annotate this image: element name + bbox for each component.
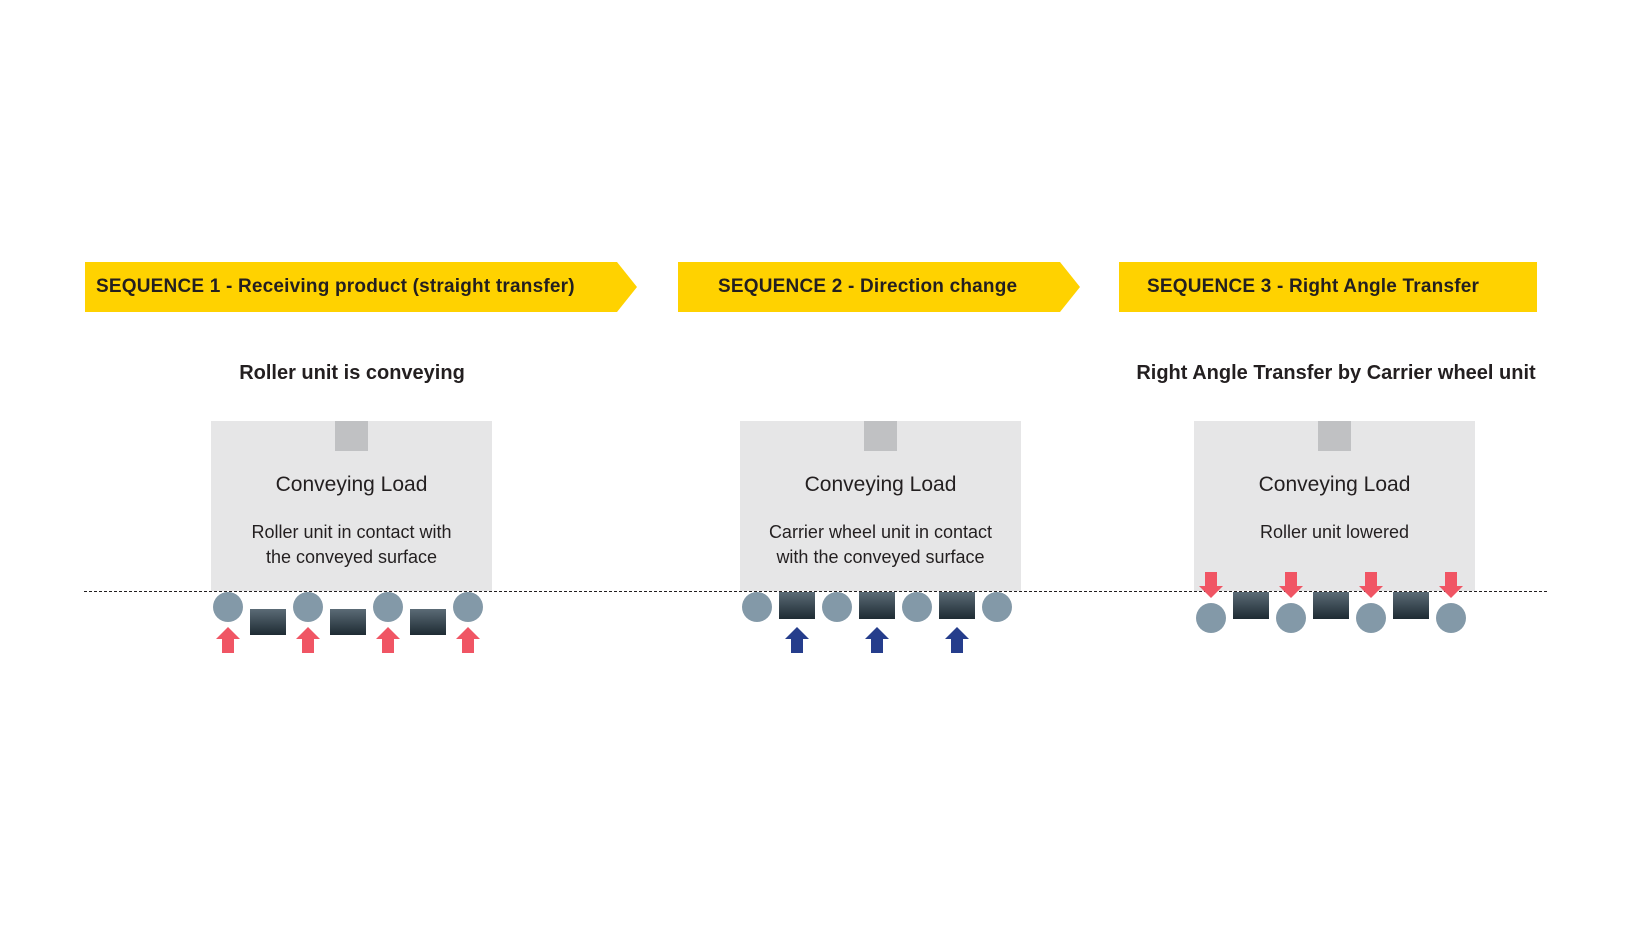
roller-wheel-icon xyxy=(1436,603,1466,633)
load-description-line: with the conveyed surface xyxy=(776,547,985,567)
carrier-wheel-icon xyxy=(779,592,815,619)
arrow-up-icon xyxy=(945,627,969,653)
sequence-2-label: SEQUENCE 2 - Direction change xyxy=(718,276,1018,297)
roller-wheel-icon xyxy=(982,592,1012,622)
load-description-line: Carrier wheel unit in contact xyxy=(768,522,993,542)
load-title: Conveying Load xyxy=(275,473,428,496)
arrow-up-icon xyxy=(376,627,400,653)
sequence-3-label: SEQUENCE 3 - Right Angle Transfer xyxy=(1147,276,1480,297)
roller-wheel-icon xyxy=(373,592,403,622)
carrier-wheel-icon xyxy=(410,609,446,635)
carrier-wheel-icon xyxy=(1393,592,1429,619)
sequence-2-banner: SEQUENCE 2 - Direction change xyxy=(678,262,1080,312)
load-description: Carrier wheel unit in contact with the c… xyxy=(740,520,1021,570)
carrier-wheel-icon xyxy=(250,609,286,635)
roller-wheel-icon xyxy=(1356,603,1386,633)
load-title: Conveying Load xyxy=(1258,473,1411,496)
arrow-up-icon xyxy=(865,627,889,653)
load-description: Roller unit in contact with the conveyed… xyxy=(211,520,492,570)
sequence-3-load-box: Conveying Load Roller unit lowered xyxy=(1194,421,1475,591)
conveyed-surface-line xyxy=(84,591,1547,592)
load-description-line: Roller unit in contact with xyxy=(251,522,452,542)
roller-wheel-icon xyxy=(293,592,323,622)
sequence-2-load-box: Conveying Load Carrier wheel unit in con… xyxy=(740,421,1021,591)
roller-wheel-icon xyxy=(453,592,483,622)
load-description-line: Roller unit lowered xyxy=(1259,522,1410,542)
load-description: Roller unit lowered xyxy=(1194,520,1475,545)
roller-wheel-icon xyxy=(902,592,932,622)
load-title: Conveying Load xyxy=(804,473,957,496)
roller-wheel-icon xyxy=(1196,603,1226,633)
arrow-up-icon xyxy=(296,627,320,653)
sequence-3-banner: SEQUENCE 3 - Right Angle Transfer xyxy=(1119,262,1537,312)
sequence-3-subtitle: Right Angle Transfer by Carrier wheel un… xyxy=(1136,362,1536,384)
sequence-1-subtitle: Roller unit is conveying xyxy=(239,362,465,384)
carrier-wheel-icon xyxy=(1313,592,1349,619)
arrow-up-icon xyxy=(216,627,240,653)
arrow-up-icon xyxy=(785,627,809,653)
load-description-line: the conveyed surface xyxy=(265,547,438,567)
arrow-up-icon xyxy=(456,627,480,653)
carrier-wheel-icon xyxy=(939,592,975,619)
load-tab xyxy=(1317,421,1351,451)
sequence-1-banner: SEQUENCE 1 - Receiving product (straight… xyxy=(85,262,637,312)
carrier-wheel-icon xyxy=(859,592,895,619)
load-tab xyxy=(334,421,368,451)
carrier-wheel-icon xyxy=(330,609,366,635)
sequence-1-load-box: Conveying Load Roller unit in contact wi… xyxy=(211,421,492,591)
carrier-wheel-icon xyxy=(1233,592,1269,619)
roller-wheel-icon xyxy=(213,592,243,622)
roller-wheel-icon xyxy=(742,592,772,622)
roller-wheel-icon xyxy=(1276,603,1306,633)
roller-wheel-icon xyxy=(822,592,852,622)
sequence-1-label: SEQUENCE 1 - Receiving product (straight… xyxy=(96,276,575,297)
load-tab xyxy=(863,421,897,451)
